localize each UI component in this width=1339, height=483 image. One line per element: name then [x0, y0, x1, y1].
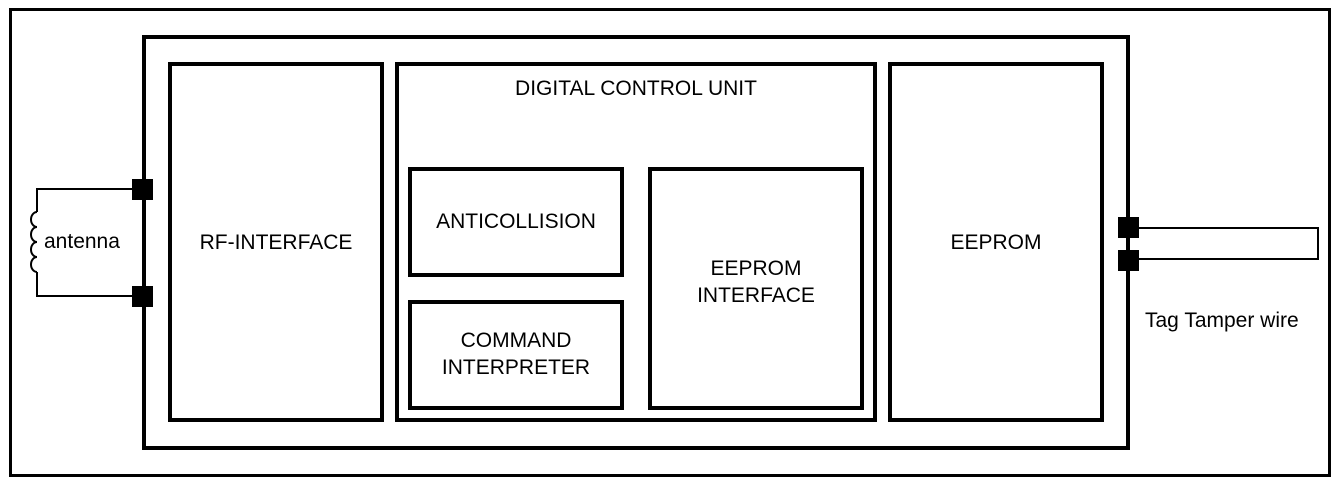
antenna-pad-top	[132, 179, 153, 200]
rf-interface-block	[168, 62, 384, 422]
antenna-label: antenna	[44, 230, 120, 253]
tamper-wire-loop	[1129, 227, 1319, 260]
command-interpreter-block	[408, 300, 624, 410]
rf-interface-label: RF-INTERFACE	[199, 231, 353, 254]
command-interpreter-label-line2: INTERPRETER	[441, 356, 591, 379]
tamper-wire-label: Tag Tamper wire	[1145, 309, 1299, 332]
digital-control-unit-label: DIGITAL CONTROL UNIT	[515, 77, 757, 100]
tamper-pad-bottom	[1118, 250, 1139, 271]
eeprom-interface-block	[648, 167, 864, 410]
eeprom-block	[888, 62, 1104, 422]
command-interpreter-label-line1: COMMAND	[460, 329, 572, 352]
tamper-pad-top	[1118, 217, 1139, 238]
anticollision-block	[408, 167, 624, 277]
antenna-pad-bottom	[132, 286, 153, 307]
eeprom-interface-label-line1: EEPROM	[710, 257, 802, 280]
anticollision-label: ANTICOLLISION	[436, 210, 596, 233]
eeprom-label: EEPROM	[950, 231, 1042, 254]
antenna-coil-icon	[30, 211, 38, 273]
antenna-wire	[36, 188, 142, 297]
eeprom-interface-label-line2: INTERFACE	[697, 284, 815, 307]
